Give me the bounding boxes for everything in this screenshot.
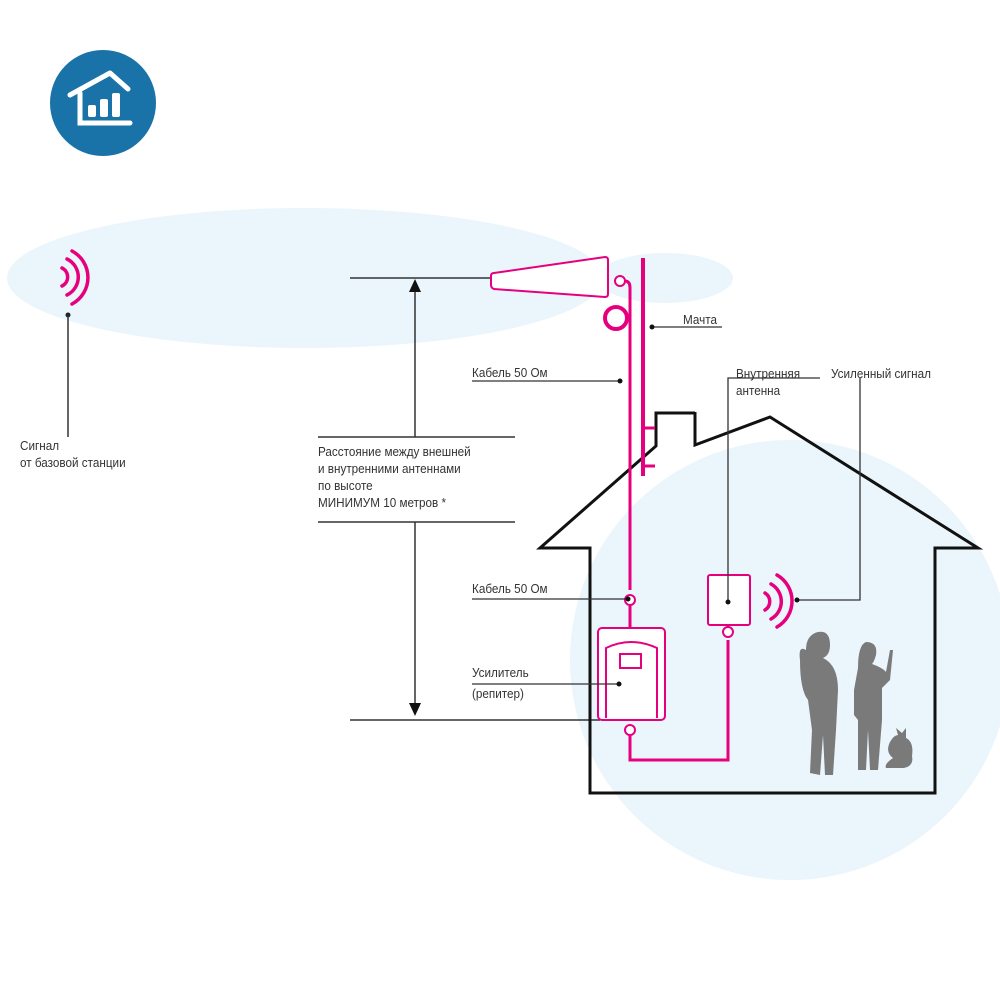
cable-top-label: Кабель 50 Ом — [472, 365, 548, 380]
house-outline — [536, 411, 984, 795]
height-dimension — [318, 277, 600, 721]
indoor-coverage-zone — [570, 440, 1000, 880]
label-line: (репитер) — [472, 686, 524, 701]
indoor-antenna-label: Внутренняя антенна — [736, 365, 800, 399]
label-line: антенна — [736, 383, 781, 398]
house-signal-icon — [50, 50, 156, 156]
base-signal-label: Сигнал от базовой станции — [20, 437, 126, 471]
label-line: Расстояние между внешней — [318, 444, 471, 459]
label-line: от базовой станции — [20, 455, 126, 470]
repeater-device — [597, 627, 666, 721]
indoor-signal-waves-icon — [763, 573, 794, 629]
distance-label: Расстояние между внешней и внутренними а… — [318, 443, 471, 511]
label-line: и внутренними антеннами — [318, 461, 461, 476]
amplified-signal-label: Усиленный сигнал — [831, 366, 931, 381]
label-line: Усилитель — [472, 665, 529, 680]
outdoor-signal-zone — [7, 208, 603, 348]
cable — [624, 279, 632, 590]
outdoor-antenna — [490, 255, 626, 299]
cable-bottom-label: Кабель 50 Ом — [472, 581, 548, 596]
mast-label: Мачта — [683, 312, 717, 327]
label-line: Внутренняя — [736, 366, 801, 381]
people-silhouettes — [799, 631, 913, 775]
label-line: Сигнал — [20, 438, 60, 453]
repeater-label: Усилитель (репитер) — [472, 664, 529, 702]
label-line: МИНИМУМ 10 метров * — [318, 495, 447, 510]
base-signal-waves-icon — [60, 249, 90, 306]
label-line: по высоте — [318, 478, 373, 493]
